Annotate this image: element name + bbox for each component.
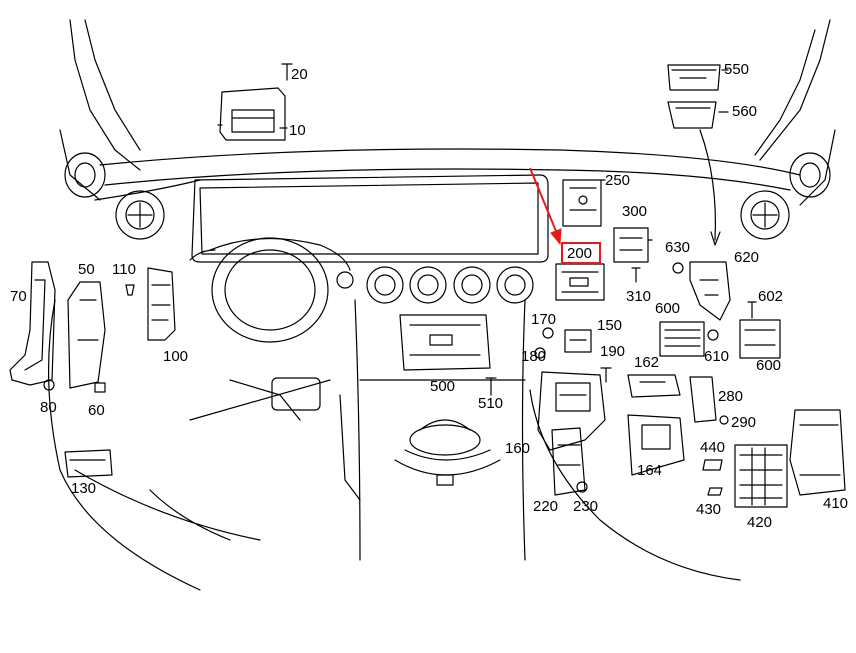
callout-420[interactable]: 420: [747, 514, 773, 531]
callout-300[interactable]: 300: [622, 203, 648, 220]
callout-20[interactable]: 20: [291, 66, 308, 83]
callout-610[interactable]: 610: [704, 348, 730, 365]
callout-130[interactable]: 130: [71, 480, 97, 497]
callout-80[interactable]: 80: [40, 399, 57, 416]
callout-190[interactable]: 190: [600, 343, 626, 360]
callout-600-lower[interactable]: 600: [756, 357, 782, 374]
callout-250[interactable]: 250: [605, 172, 631, 189]
callout-180[interactable]: 180: [521, 348, 547, 365]
callout-560[interactable]: 560: [732, 103, 758, 120]
callout-620[interactable]: 620: [734, 249, 760, 266]
highlight-box: [561, 242, 601, 264]
callout-10[interactable]: 10: [289, 122, 306, 139]
callout-60[interactable]: 60: [88, 402, 105, 419]
callout-500[interactable]: 500: [430, 378, 456, 395]
callout-50[interactable]: 50: [78, 261, 95, 278]
callout-602[interactable]: 602: [758, 288, 784, 305]
callout-290[interactable]: 290: [731, 414, 757, 431]
callout-550[interactable]: 550: [724, 61, 750, 78]
callout-160[interactable]: 160: [505, 440, 531, 457]
callout-280[interactable]: 280: [718, 388, 744, 405]
callout-510[interactable]: 510: [478, 395, 504, 412]
callout-410[interactable]: 410: [823, 495, 849, 512]
callout-70[interactable]: 70: [10, 288, 27, 305]
callout-164[interactable]: 164: [637, 462, 663, 479]
callout-110[interactable]: 110: [112, 261, 136, 278]
callout-100[interactable]: 100: [163, 348, 189, 365]
callout-220[interactable]: 220: [533, 498, 559, 515]
callout-630[interactable]: 630: [665, 239, 691, 256]
callout-200[interactable]: 200: [567, 245, 593, 262]
callout-430[interactable]: 430: [696, 501, 722, 518]
callout-440[interactable]: 440: [700, 439, 726, 456]
callout-310[interactable]: 310: [626, 288, 652, 305]
callout-162[interactable]: 162: [634, 354, 660, 371]
callout-230[interactable]: 230: [573, 498, 599, 515]
callout-150[interactable]: 150: [597, 317, 623, 334]
callout-600-upper[interactable]: 600: [655, 300, 681, 317]
callout-170[interactable]: 170: [531, 311, 557, 328]
